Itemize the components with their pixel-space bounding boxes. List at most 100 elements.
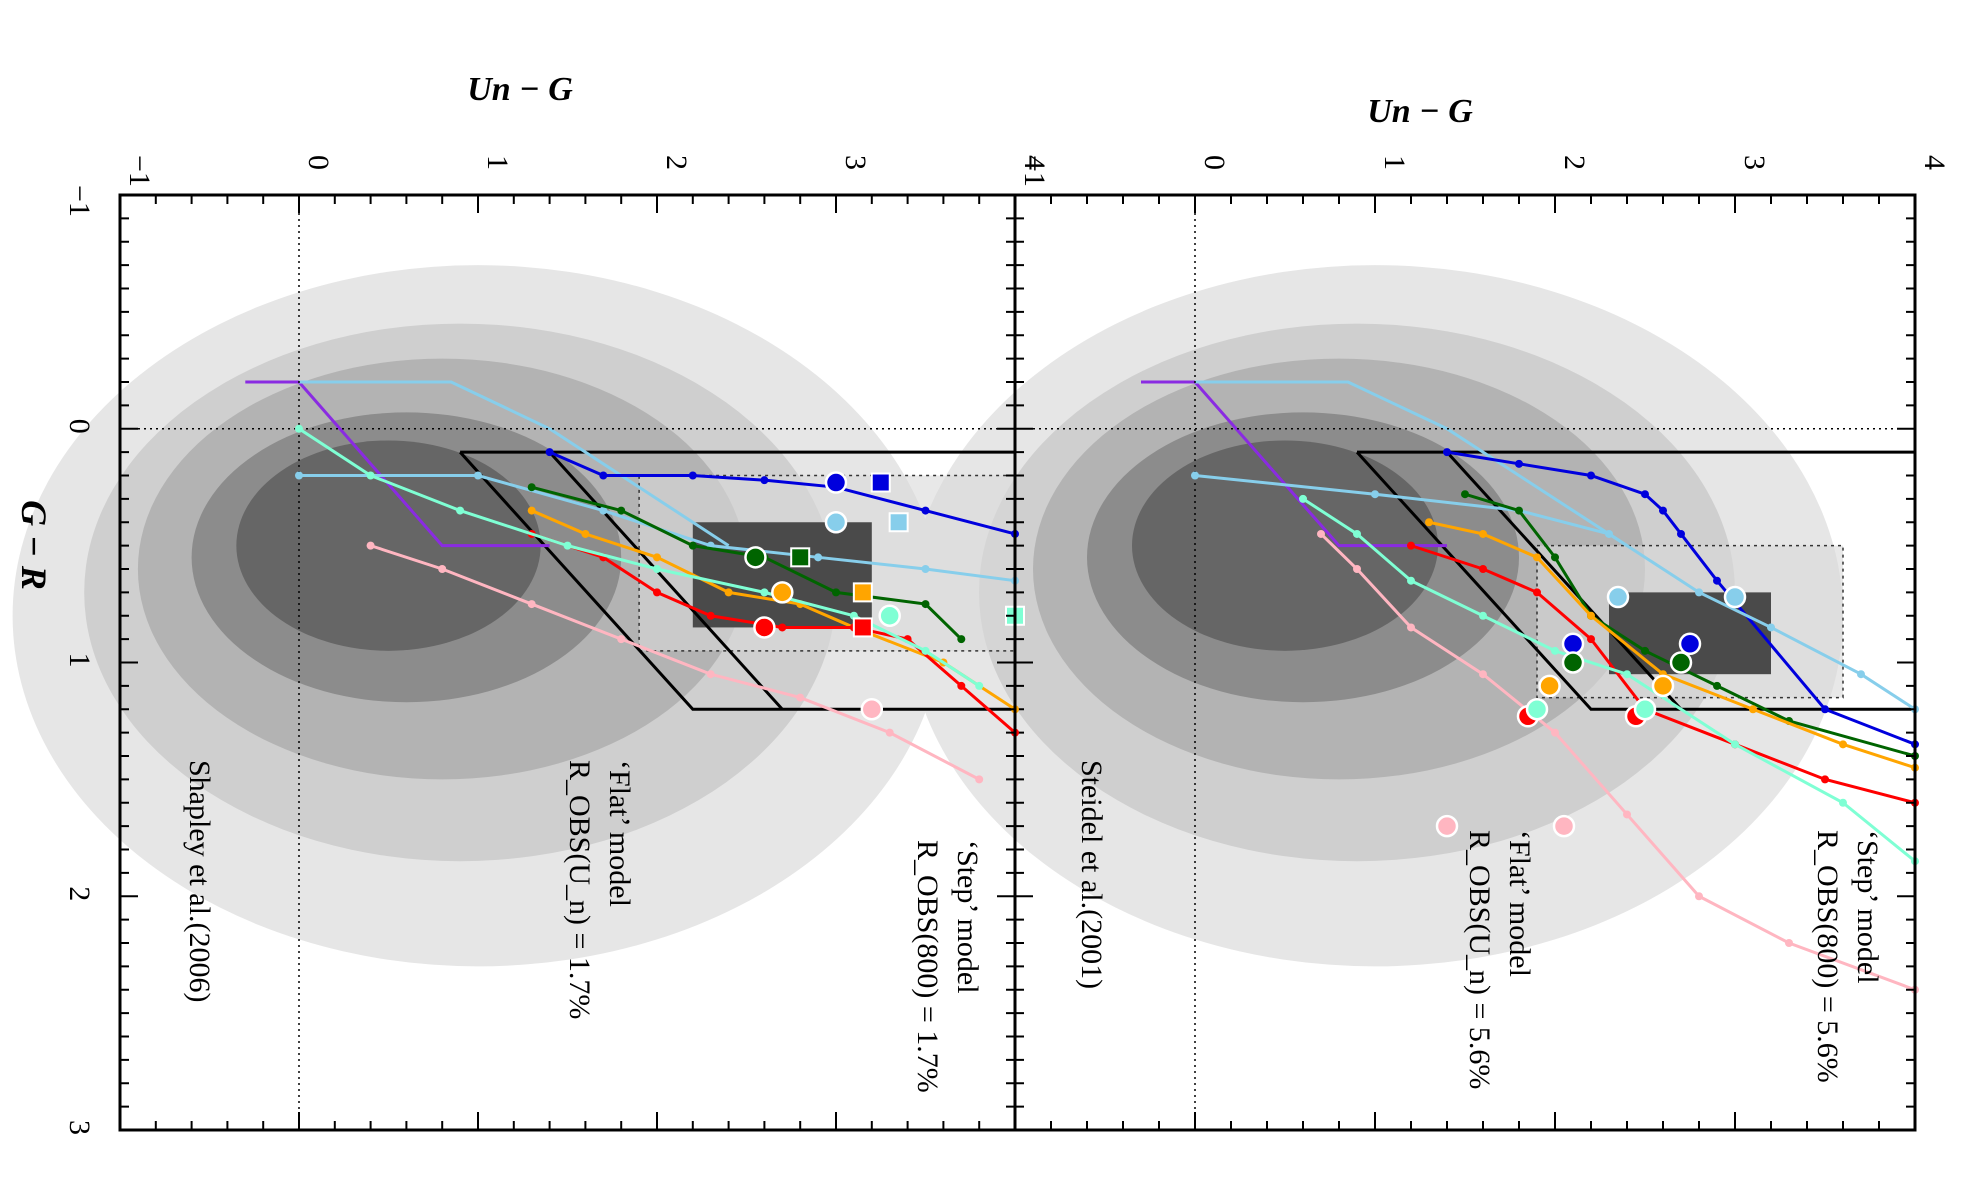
model-track-point xyxy=(1551,646,1559,655)
big-circle-marker xyxy=(824,511,848,534)
purple-track xyxy=(245,380,550,548)
model-track-point xyxy=(617,635,626,644)
model-track-point xyxy=(1767,623,1775,632)
model-track-point xyxy=(581,529,590,538)
model-track-point xyxy=(921,565,930,573)
model-track-point xyxy=(975,775,984,784)
model-track-point xyxy=(957,681,966,690)
model-track-point xyxy=(366,471,375,480)
x-tick-label: 2 xyxy=(660,155,693,170)
top-reference-label: Steidel et al.(2001) xyxy=(1075,760,1108,989)
selection-boundary-left xyxy=(1355,451,1915,711)
model-track-point xyxy=(975,681,984,690)
top-step-value: R_OBS(800) = 5.6% xyxy=(1811,830,1844,1083)
model-track-point xyxy=(957,635,966,644)
model-track-point xyxy=(1785,939,1793,947)
model-track-point xyxy=(796,693,805,702)
big-circle-marker xyxy=(1552,814,1576,838)
model-track-point xyxy=(1551,553,1559,562)
model-track-point xyxy=(527,483,536,492)
model-track-point xyxy=(1641,490,1649,499)
big-circle-marker xyxy=(1606,585,1630,609)
model-track-point xyxy=(778,623,787,632)
x-tick-label: 0 xyxy=(302,155,335,170)
model-track-point xyxy=(724,588,733,597)
model-track-point xyxy=(921,506,930,515)
model-track-point xyxy=(653,565,661,573)
model-track-point xyxy=(1407,623,1415,632)
x-tick-label: 3 xyxy=(1738,155,1771,170)
y-tick-label: 2 xyxy=(63,886,96,901)
model-track-point xyxy=(474,471,482,480)
model-track-point xyxy=(760,476,769,485)
model-track-point xyxy=(1191,471,1199,480)
model-track-point xyxy=(832,588,840,597)
model-track-point xyxy=(885,728,894,737)
big-circle-marker xyxy=(860,698,884,721)
model-track-point xyxy=(1713,681,1721,690)
model-track-point xyxy=(688,541,697,550)
square-marker xyxy=(852,617,873,638)
model-track-point xyxy=(1551,728,1559,737)
bottom-step-title: ‘Step’ model xyxy=(951,840,984,994)
model-track-point xyxy=(921,646,930,655)
model-track-point xyxy=(599,506,608,515)
model-track-line xyxy=(1464,492,1916,758)
purple-track xyxy=(1141,380,1447,548)
density-contour xyxy=(236,440,541,651)
model-track-point xyxy=(1461,490,1469,499)
bottom-x-axis-label: Un − G xyxy=(467,71,573,108)
lightblue-boundary-track xyxy=(299,380,730,547)
model-track-line xyxy=(1428,520,1916,770)
model-track-point xyxy=(1479,529,1487,538)
model-track-point xyxy=(1623,670,1631,679)
model-track-line xyxy=(1194,474,1916,711)
model-track-point xyxy=(599,471,608,480)
big-circle-marker xyxy=(1435,814,1459,838)
bottom-flat-title: ‘Flat’ model xyxy=(603,760,636,907)
model-track-point xyxy=(1479,670,1487,679)
big-circle-marker xyxy=(1651,674,1675,698)
x-tick-label: 2 xyxy=(1558,155,1591,170)
big-circle-marker xyxy=(753,616,776,639)
big-circle-marker xyxy=(1525,698,1549,721)
model-track-point xyxy=(1821,775,1829,784)
x-tick-label: −1 xyxy=(123,155,156,187)
top-flat-title: ‘Flat’ model xyxy=(1503,830,1536,977)
bottom-reference-label: Shapley et al.(2006) xyxy=(183,760,216,1002)
big-circle-marker xyxy=(1723,585,1747,609)
model-track-point xyxy=(456,506,465,515)
model-track-point xyxy=(1533,553,1541,562)
x-tick-label: 1 xyxy=(481,155,514,170)
square-marker xyxy=(852,582,873,603)
model-track-point xyxy=(1713,576,1721,585)
y-tick-label: −1 xyxy=(63,185,96,217)
model-track-point xyxy=(688,471,697,480)
big-circle-marker xyxy=(1678,632,1702,656)
model-track-point xyxy=(1443,448,1451,457)
model-track-point xyxy=(1749,705,1757,714)
model-track-point xyxy=(1587,635,1595,644)
top-x-axis-label: Un − G xyxy=(1367,93,1473,130)
square-marker xyxy=(790,547,811,568)
big-circle-marker xyxy=(744,546,767,569)
big-circle-marker xyxy=(1561,632,1585,656)
model-track-point xyxy=(1515,459,1523,468)
model-track-point xyxy=(617,506,626,515)
y-tick-label: 3 xyxy=(63,1120,96,1135)
model-track-point xyxy=(1731,740,1739,749)
big-circle-marker xyxy=(1633,698,1657,721)
model-track-point xyxy=(1353,529,1361,538)
top-model-markers xyxy=(1435,585,1747,838)
model-track-point xyxy=(706,611,715,620)
model-track-point xyxy=(653,588,661,597)
x-tick-label: 0 xyxy=(1198,155,1231,170)
model-track-point xyxy=(1533,588,1541,597)
top-model-tracks xyxy=(1191,448,1919,994)
big-circle-marker xyxy=(1669,651,1693,674)
y-tick-label: 0 xyxy=(63,419,96,434)
model-track-point xyxy=(814,553,823,562)
model-track-point xyxy=(1623,810,1631,819)
model-track-point xyxy=(1857,670,1865,679)
top-step-title: ‘Step’ model xyxy=(1851,830,1884,984)
